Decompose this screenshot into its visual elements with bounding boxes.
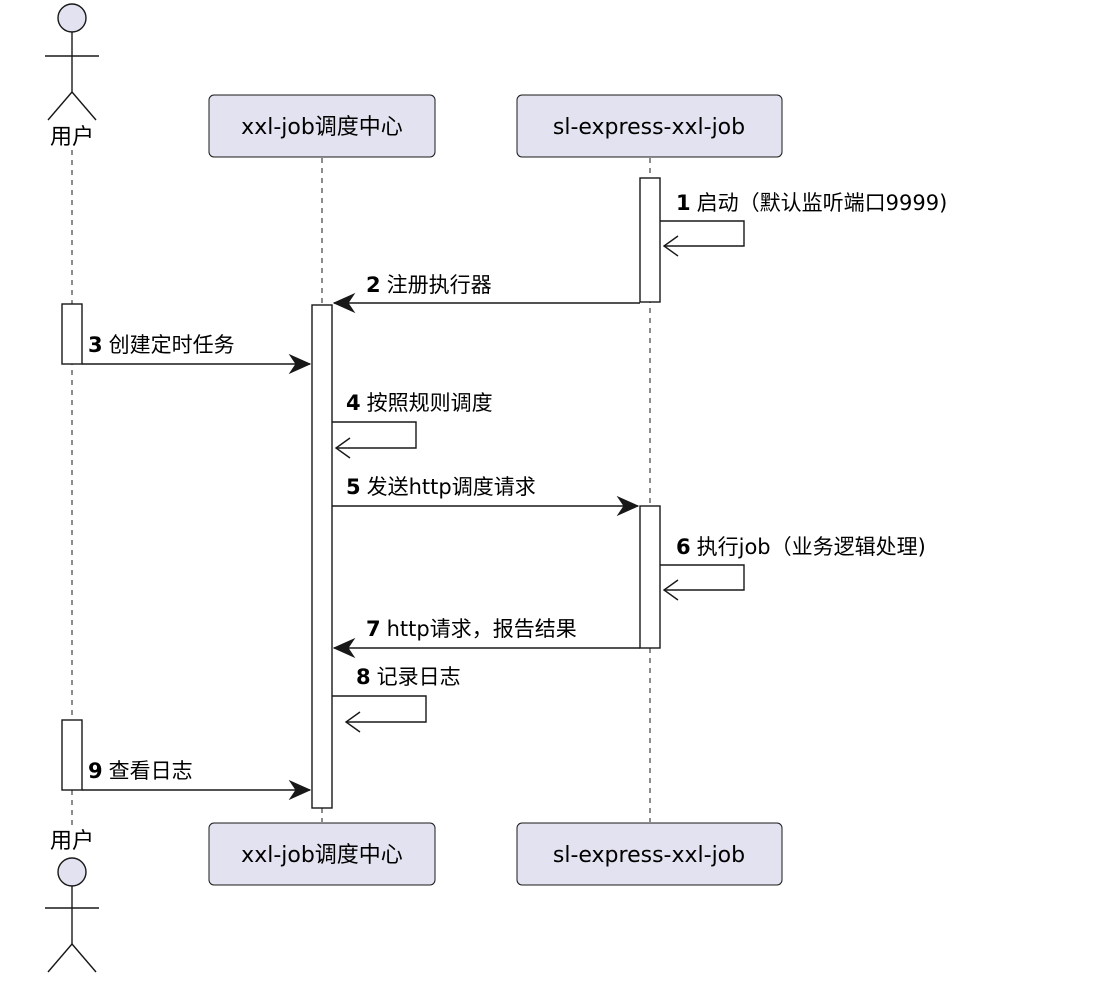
actor-user-label-top: 用户 [50,125,94,150]
participant-center-bottom: xxl-job调度中心 [208,822,436,886]
arrow-head-icon [332,637,356,659]
participant-executor-label-bottom: sl-express-xxl-job [553,843,745,868]
participant-center-label-bottom: xxl-job调度中心 [241,843,403,868]
participant-executor-bottom: sl-express-xxl-job [516,822,783,886]
activation-center [311,304,333,809]
svg-text:1启动（默认监听端口9999): 1启动（默认监听端口9999) [676,191,947,215]
actor-head-icon [57,857,87,887]
activation-user-1 [61,303,83,365]
actor-head-icon [57,3,87,33]
actor-user-label-bottom: 用户 [50,829,94,854]
arrow-head-icon [332,292,356,314]
activation-executor-2 [639,505,661,649]
arrow-head-icon [288,779,312,801]
participant-center-top: xxl-job调度中心 [208,94,436,158]
arrow-head-icon [288,353,312,375]
arrow-head-icon [616,495,640,517]
activation-user-2 [61,719,83,791]
actor-user-bottom: 用户 [45,829,99,973]
participant-executor-top: sl-express-xxl-job [516,94,783,158]
actor-user-top: 用户 [45,3,99,150]
activation-executor-1 [639,177,661,303]
participant-executor-label-top: sl-express-xxl-job [553,115,745,140]
participant-center-label-top: xxl-job调度中心 [241,115,403,140]
